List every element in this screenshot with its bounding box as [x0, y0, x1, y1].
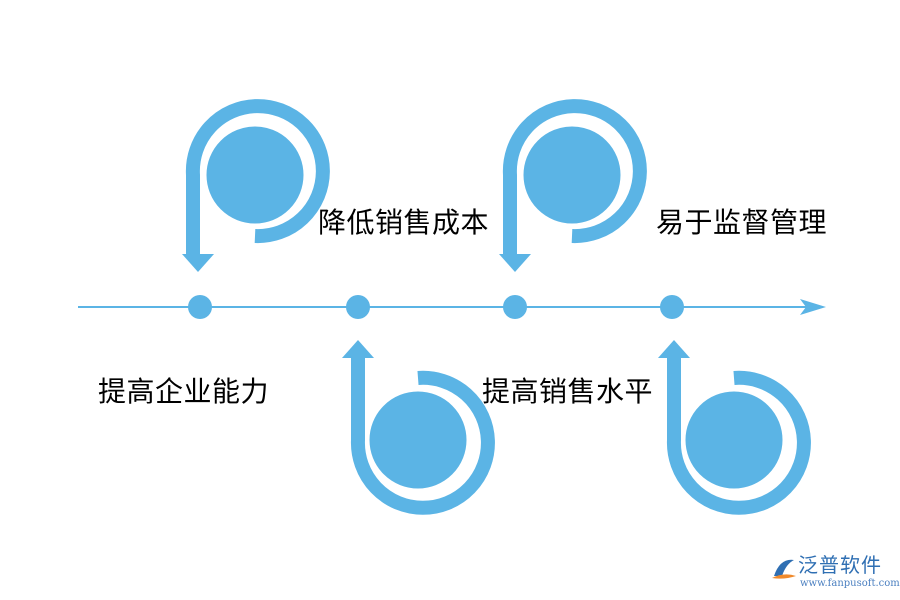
- milestone-dot-2: [346, 295, 370, 319]
- milestone-dot-4: [660, 295, 684, 319]
- milestone-label-1: 提高企业能力: [98, 375, 270, 408]
- milestone-dot-3: [503, 295, 527, 319]
- milestone-label-4: 易于监督管理: [656, 206, 828, 239]
- milestone-dot-1: [188, 295, 212, 319]
- fanpu-logo-icon: [772, 559, 796, 579]
- p-arrow-down-icon: [182, 99, 330, 272]
- milestone-label-3: 提高销售水平: [482, 375, 654, 408]
- milestone-label-2: 降低销售成本: [318, 206, 490, 239]
- timeline-arrow-head-icon: [800, 299, 826, 315]
- watermark: 泛普软件 www.fanpusoft.com: [770, 552, 900, 596]
- watermark-url: www.fanpusoft.com: [800, 578, 900, 589]
- p-arrow-down-icon: [499, 99, 647, 272]
- b-arrow-up-icon: [342, 340, 495, 515]
- watermark-brand: 泛普软件: [798, 553, 882, 577]
- b-arrow-up-icon: [658, 340, 811, 515]
